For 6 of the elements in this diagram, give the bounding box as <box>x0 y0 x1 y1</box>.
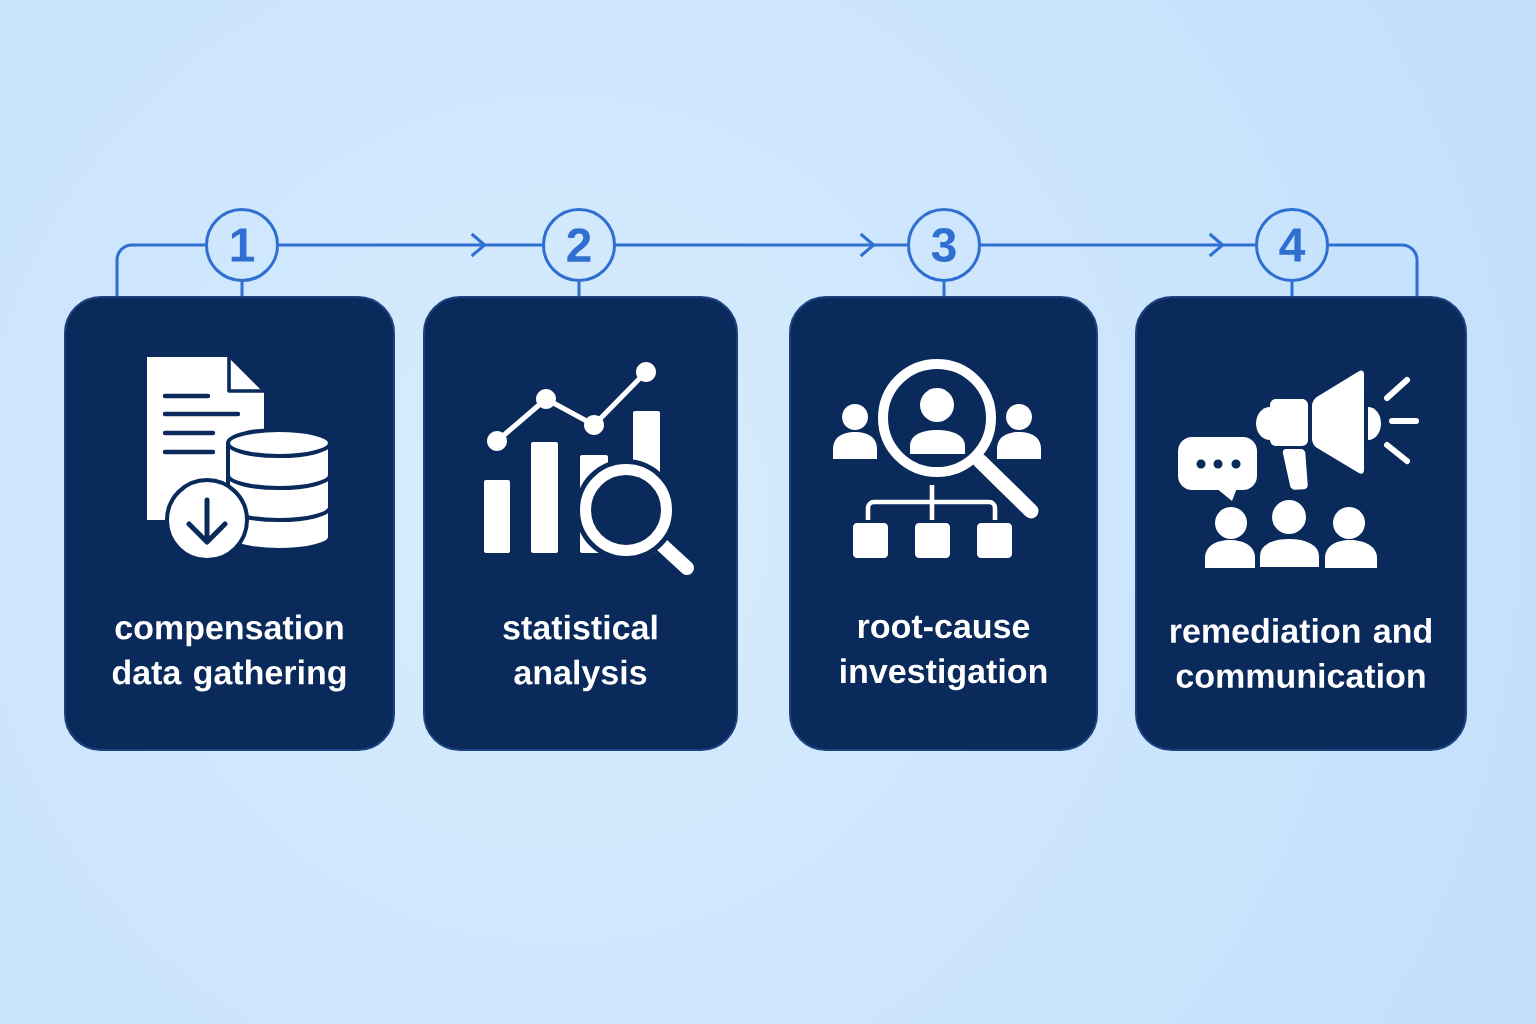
connector-line <box>115 243 205 296</box>
connector-line <box>1329 243 1419 296</box>
connector-line <box>942 282 946 296</box>
connector-line <box>1290 282 1294 296</box>
connector-line <box>240 282 244 296</box>
connector-line <box>577 282 581 296</box>
